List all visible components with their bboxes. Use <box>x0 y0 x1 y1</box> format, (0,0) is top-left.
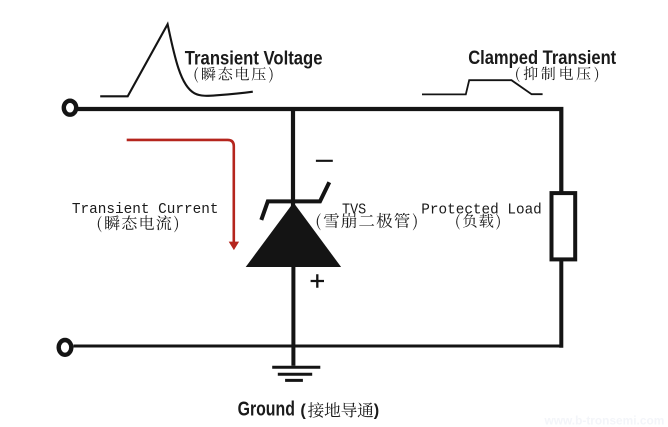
svg-text:Clamped Transient: Clamped Transient <box>468 47 616 69</box>
svg-text:): ) <box>374 401 379 419</box>
svg-text:Protected Load: Protected Load <box>421 202 542 218</box>
svg-text:(: ( <box>300 401 306 419</box>
svg-text:Transient Voltage: Transient Voltage <box>185 48 323 70</box>
svg-text:Transient Current: Transient Current <box>72 201 219 218</box>
svg-text:Ground: Ground <box>238 398 295 420</box>
svg-text:TVS: TVS <box>342 202 366 218</box>
svg-text:www.b-tronsemi.com: www.b-tronsemi.com <box>543 413 664 427</box>
